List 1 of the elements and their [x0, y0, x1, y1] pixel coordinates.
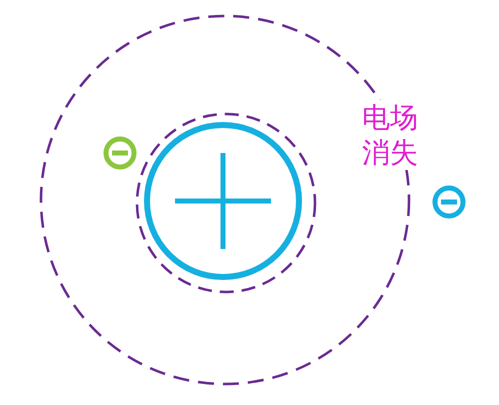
note-text: 电场消失 [362, 100, 420, 170]
